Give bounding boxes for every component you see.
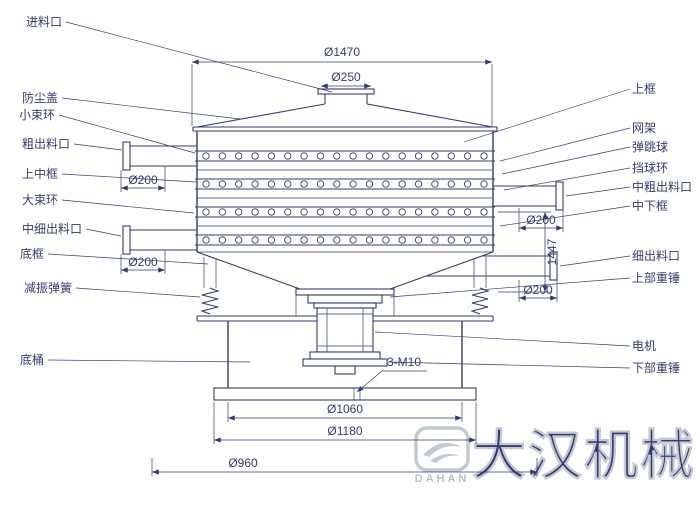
motor-shaft-end [334, 365, 356, 375]
dim-top-diameter-text: Ø1470 [324, 45, 360, 59]
label-lower-weight: 下部重锤 [632, 360, 680, 375]
motor-assembly [295, 288, 395, 375]
dim-base-flange-diameter: Ø1180 [213, 402, 477, 444]
label-fine-outlet: 细出料口 [632, 249, 680, 263]
bolt-spec-text: 3-M10 [387, 355, 421, 369]
dim-outlet-left-upper-text: Ø200 [128, 173, 158, 187]
label-bottom-frame: 底框 [20, 246, 44, 261]
left-callouts: 进料口 防尘盖 小束环 粗出料口 上中框 大束环 中细出料口 底框 减振弹簧 底… [19, 15, 333, 367]
dahan-logo-swoosh-icon [423, 442, 462, 457]
watermark-logo-text: DAHAN [415, 473, 470, 485]
right-callouts: 上框 网架 弹跳球 挡球环 中粗出料口 中下框 细出料口 上部重锤 电机 下部重… [374, 82, 692, 375]
label-large-clamp-ring: 大束环 [22, 193, 58, 207]
upper-weight-2 [313, 302, 377, 309]
dim-base-top-text: Ø1060 [327, 402, 363, 416]
dim-top-diameter: Ø1470 [191, 45, 493, 126]
clamp-band-4 [195, 234, 495, 246]
label-upper-weight: 上部重锤 [632, 270, 680, 285]
label-feed-inlet: 进料口 [26, 15, 62, 29]
dim-outlet-right-lower: Ø200 [518, 280, 558, 302]
dim-inlet-diameter-text: Ø250 [331, 70, 361, 84]
damping-spring-left [200, 257, 220, 315]
dim-overall-height: 1447 [498, 211, 559, 293]
bolt-spec-note: 3-M10 [356, 355, 427, 393]
clamp-band-1 [195, 150, 495, 162]
label-mid-lower-frame: 中下框 [632, 198, 668, 213]
label-motor: 电机 [632, 339, 656, 353]
dim-base-top-diameter: Ø1060 [227, 402, 463, 422]
watermark: DAHAN 大汉机械 [414, 426, 696, 486]
bottom-frame-cone [196, 251, 494, 290]
dust-cover [192, 103, 498, 132]
screen-body-frames [196, 131, 494, 253]
upper-weight [307, 294, 383, 304]
label-base-barrel: 底桶 [20, 352, 44, 367]
dim-inlet-diameter: Ø250 [321, 70, 371, 89]
label-dust-cover: 防尘盖 [22, 90, 58, 105]
dim-bolt-circle-text: Ø960 [228, 456, 258, 470]
outlet-midcoarse-right [493, 181, 564, 211]
dim-outlet-left-lower-text: Ø200 [128, 255, 158, 269]
feed-inlet-pipe [317, 88, 375, 104]
dahan-logo-swoosh2-icon [430, 453, 459, 463]
dim-outlet-left-upper: Ø200 [120, 166, 166, 192]
dahan-logo-icon [414, 426, 470, 472]
label-ball-stop-ring: 挡球环 [632, 161, 668, 175]
dim-overall-height-text: 1447 [545, 238, 559, 265]
watermark-brand-text: 大汉机械 [472, 426, 696, 486]
dim-outlet-right-upper-text: Ø200 [526, 213, 556, 227]
lower-weight [309, 351, 381, 360]
label-mesh-frame: 网架 [632, 121, 656, 135]
motor-body [316, 307, 374, 353]
label-coarse-outlet: 粗出料口 [22, 137, 70, 151]
clamp-band-2 [195, 178, 495, 190]
dim-outlet-left-lower: Ø200 [120, 250, 166, 274]
label-midcoarse-outlet: 中粗出料口 [632, 179, 692, 194]
label-upper-middle-frame: 上中框 [22, 166, 58, 181]
clamp-band-3 [195, 206, 495, 218]
dim-bolt-circle-diameter: Ø960 [151, 456, 538, 476]
clamp-bolts [202, 152, 488, 244]
motor-mount-plate [295, 288, 395, 296]
label-upper-frame: 上框 [632, 82, 656, 96]
label-bouncing-ball: 弹跳球 [632, 140, 668, 154]
outlet-coarse-left [122, 141, 197, 171]
outlet-fine-right [427, 251, 558, 281]
lower-weight-2 [302, 358, 388, 367]
label-midfine-outlet: 中细出料口 [22, 221, 82, 236]
label-damping-spring: 减振弹簧 [24, 280, 72, 295]
outlet-midfine-left [122, 225, 197, 255]
damping-spring-right [470, 257, 490, 315]
label-small-clamp-ring: 小束环 [19, 108, 55, 122]
dim-base-flange-text: Ø1180 [327, 424, 362, 438]
dim-outlet-right-upper: Ø200 [518, 208, 564, 232]
